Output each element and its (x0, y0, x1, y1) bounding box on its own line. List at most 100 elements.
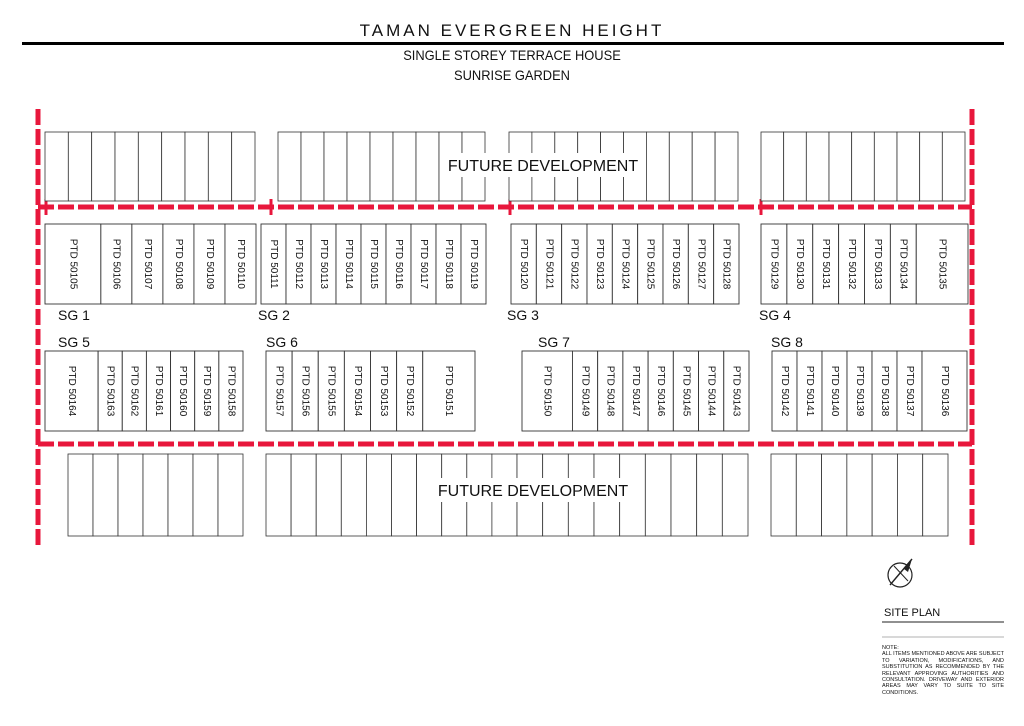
future-development-bottom: FUTURE DEVELOPMENT (67, 453, 949, 537)
lot-number: PTD 50111 (268, 239, 279, 289)
lot-number: PTD 50113 (318, 239, 329, 289)
lot-plot (812, 223, 840, 305)
future-lot (696, 453, 723, 537)
lot-plot (44, 223, 102, 305)
lot-plot (385, 223, 412, 305)
future-lot (192, 453, 219, 537)
future-lot (92, 453, 119, 537)
lot-number: PTD 50137 (904, 366, 915, 417)
lot-number: PTD 50163 (105, 366, 116, 417)
future-lot (392, 131, 417, 202)
future-lot (871, 453, 898, 537)
lot-number: PTD 50121 (543, 239, 554, 290)
future-lot (300, 131, 325, 202)
future-lot (922, 453, 949, 537)
lot-number: PTD 50162 (129, 366, 140, 417)
future-lot (184, 131, 209, 202)
lot-plot (586, 223, 613, 305)
title-rule (22, 42, 1004, 45)
lot-plot (343, 350, 371, 432)
lot-number: PTD 50126 (670, 239, 681, 290)
lot-number: PTD 50157 (273, 366, 284, 417)
future-lot (760, 131, 785, 202)
lot-plot (723, 350, 750, 432)
compass-icon (887, 558, 913, 588)
lot-number: PTD 50136 (939, 366, 950, 417)
future-lot (646, 131, 670, 202)
future-lot (415, 131, 440, 202)
lot-plot (921, 350, 968, 432)
lot-number: PTD 50138 (879, 366, 890, 417)
lot-plot (396, 350, 424, 432)
future-lot (795, 453, 822, 537)
future-lot (896, 131, 921, 202)
lot-plot (145, 350, 172, 432)
site-plan-label: SITE PLAN (884, 607, 941, 619)
future-lot (369, 131, 394, 202)
lot-plot (44, 350, 99, 432)
group-label: SG 2 (258, 307, 290, 323)
lot-number: PTD 50128 (721, 239, 732, 290)
lot-plot (535, 223, 563, 305)
lot-number: PTD 50139 (854, 366, 865, 417)
future-lot (897, 453, 924, 537)
lot-number: PTD 50120 (518, 239, 529, 290)
lot-number: PTD 50124 (619, 239, 630, 290)
future-label-bg (448, 153, 638, 177)
plan-area-name: SUNRISE GARDEN (454, 67, 570, 83)
group-label: SG 3 (507, 307, 539, 323)
lot-number: PTD 50156 (300, 366, 311, 417)
lot-number: PTD 50155 (326, 366, 337, 417)
future-lot (114, 131, 139, 202)
lot-number: PTD 50127 (695, 239, 706, 290)
lot-plot (622, 350, 649, 432)
lot-plot (786, 223, 814, 305)
future-label-bg (438, 478, 628, 502)
future-lot (277, 131, 302, 202)
future-lot (167, 453, 194, 537)
future-lot (265, 453, 292, 537)
lot-number: PTD 50105 (67, 239, 78, 290)
lot-number: PTD 50151 (443, 366, 454, 417)
future-lot (714, 131, 739, 202)
lot-number: PTD 50158 (225, 366, 236, 417)
lot-plot (194, 350, 220, 432)
lot-number: PTD 50109 (204, 239, 215, 290)
lot-plot (889, 223, 917, 305)
future-lot (346, 131, 371, 202)
future-lot (668, 131, 693, 202)
future-lot (44, 131, 69, 202)
lot-plot (838, 223, 865, 305)
lot-number: PTD 50142 (779, 366, 790, 417)
future-lot (67, 131, 93, 202)
lot-plot (260, 223, 287, 305)
lot-plot (713, 223, 740, 305)
lot-number: PTD 50144 (706, 366, 717, 417)
lot-plot (571, 350, 599, 432)
lot-number: PTD 50146 (655, 366, 666, 417)
future-lot (315, 453, 342, 537)
lot-number: PTD 50164 (66, 366, 77, 417)
lot-number: PTD 50135 (936, 239, 947, 290)
lot-plot (637, 223, 664, 305)
future-lot (670, 453, 698, 537)
lot-number: PTD 50119 (468, 239, 479, 289)
lot-number: PTD 50115 (368, 239, 379, 289)
future-development-top: FUTURE DEVELOPMENT (44, 131, 966, 202)
plan-subtitle: SINGLE STOREY TERRACE HOUSE (403, 47, 621, 63)
future-development-label: FUTURE DEVELOPMENT (448, 158, 638, 175)
future-lot (821, 453, 848, 537)
group-label: SG 7 (538, 334, 570, 350)
lot-number: PTD 50108 (173, 239, 184, 290)
group-label: SG 4 (759, 307, 791, 323)
future-lot (416, 453, 443, 537)
group-label: SG 6 (266, 334, 298, 350)
future-lot (217, 453, 244, 537)
lot-number: PTD 50161 (153, 366, 164, 417)
